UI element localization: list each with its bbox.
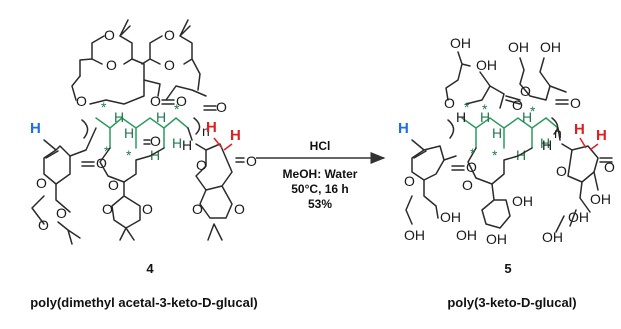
repeat-unit-n: n xyxy=(554,125,562,141)
terminal-hydrogen: H xyxy=(398,120,409,137)
stereo-marker: * xyxy=(482,101,488,117)
atom-o: O xyxy=(556,163,567,179)
acetal-ring-top-left: O O O O * xyxy=(71,19,187,115)
glucal-end-left: H O O OH OH H xyxy=(398,109,477,243)
backbone-hydrogen: H xyxy=(156,109,166,125)
atom-o: O xyxy=(104,27,115,43)
backbone-hydrogen: H xyxy=(114,109,124,125)
hydroxyl-group: OH xyxy=(508,39,529,55)
atom-o: O xyxy=(570,95,581,111)
stereo-marker: * xyxy=(464,99,470,115)
polymer-backbone: H H H H H xyxy=(461,109,559,163)
stereo-marker: * xyxy=(101,99,107,115)
glucal-end-right: n H O O H H O O xyxy=(182,117,257,241)
atom-o: O xyxy=(96,155,107,171)
atom-o: O xyxy=(192,201,203,217)
compound-name-reactant: poly(dimethyl acetal-3-keto-D-glucal) xyxy=(30,295,258,310)
atom-o: O xyxy=(462,177,473,193)
atom-o: O xyxy=(196,157,207,173)
end-hydrogen: H xyxy=(230,127,241,144)
atom-o: O xyxy=(176,93,187,109)
atom-o: O xyxy=(150,133,161,149)
polymer-backbone: H H H H H xyxy=(95,109,189,163)
product-5-structure: OH OH O O * * OH OH O O * H H H H H xyxy=(398,35,615,247)
reactant-4-structure: O O O O * O O O O * H H H H H xyxy=(30,19,257,245)
compound-name-product: poly(3-keto-D-glucal) xyxy=(447,295,576,310)
atom-o: O xyxy=(520,83,531,99)
stereo-marker: * xyxy=(470,145,476,161)
hydroxyl-group: OH xyxy=(540,39,561,55)
backbone-hydrogen: H xyxy=(456,109,466,125)
atom-o: O xyxy=(76,93,87,109)
hydroxyl-group: OH xyxy=(404,227,425,243)
hydroxyl-group: OH xyxy=(568,209,589,225)
condition-yield: 53% xyxy=(308,197,332,211)
backbone-hydrogen: H xyxy=(172,135,182,151)
compound-number-reactant: 4 xyxy=(146,261,154,276)
acetal-ring-top-right: O O O O * xyxy=(141,19,227,117)
backbone-hydrogen: H xyxy=(182,137,192,153)
stereo-marker: * xyxy=(174,101,180,117)
pyran-ring-top-left: OH OH O O * * xyxy=(444,35,523,117)
hydroxyl-group: OH xyxy=(542,229,563,245)
stereo-marker: * xyxy=(492,147,498,163)
end-hydrogen: H xyxy=(574,121,585,138)
backbone-hydrogen: H xyxy=(540,135,550,151)
atom-o: O xyxy=(102,201,113,217)
condition-solvent: MeOH: Water xyxy=(283,167,358,181)
atom-o: O xyxy=(246,153,257,169)
end-hydrogen: H xyxy=(206,119,217,136)
atom-o: O xyxy=(164,57,175,73)
atom-o: O xyxy=(38,217,49,233)
stereo-marker: * xyxy=(126,147,132,163)
atom-o: O xyxy=(108,177,119,193)
backbone-hydrogen: H xyxy=(492,125,502,141)
terminal-hydrogen: H xyxy=(30,120,41,137)
pyran-ring-top-right: OH OH O O * xyxy=(508,39,581,119)
pyran-ring-center: O OH OH OH * * xyxy=(456,145,533,247)
reaction-arrow-group: HCl MeOH: Water 50°C, 16 h 53% xyxy=(256,139,386,211)
atom-o: O xyxy=(216,99,227,115)
backbone-hydrogen: H xyxy=(480,109,490,125)
hydroxyl-group: OH xyxy=(476,57,497,73)
atom-o: O xyxy=(234,201,245,217)
hydroxyl-group: OH xyxy=(440,209,461,225)
atom-o: O xyxy=(164,27,175,43)
hydroxyl-group: OH xyxy=(486,231,507,247)
atom-o: O xyxy=(106,57,117,73)
hydroxyl-group: OH xyxy=(590,191,611,207)
backbone-hydrogen: H xyxy=(522,109,532,125)
atom-o: O xyxy=(512,97,523,113)
atom-o: O xyxy=(604,159,615,175)
atom-o: O xyxy=(56,205,67,221)
atom-o: O xyxy=(444,95,455,111)
hydroxyl-group: OH xyxy=(512,193,533,209)
backbone-hydrogen: H xyxy=(150,147,160,163)
end-hydrogen: H xyxy=(596,127,607,144)
backbone-hydrogen: H xyxy=(542,137,552,153)
repeat-unit-n: n xyxy=(202,123,210,139)
pyran-ring-center: O O O O * * xyxy=(99,133,165,241)
atom-o: O xyxy=(36,175,47,191)
reagent-hcl: HCl xyxy=(310,139,331,153)
compound-number-product: 5 xyxy=(504,261,511,276)
atom-o: O xyxy=(404,173,415,189)
hydroxyl-group: OH xyxy=(450,35,471,51)
atom-o: O xyxy=(150,93,161,109)
stereo-marker: * xyxy=(530,103,536,119)
backbone-hydrogen: H xyxy=(124,125,134,141)
glucal-end-right: n H O O H H OH OH OH xyxy=(542,117,615,245)
glucal-end-left: H O O O O xyxy=(30,119,107,245)
atom-o: O xyxy=(142,201,153,217)
condition-temp-time: 50°C, 16 h xyxy=(291,182,349,196)
atom-o: O xyxy=(466,159,477,175)
hydroxyl-group: OH xyxy=(456,227,477,243)
stereo-marker: * xyxy=(104,143,110,159)
